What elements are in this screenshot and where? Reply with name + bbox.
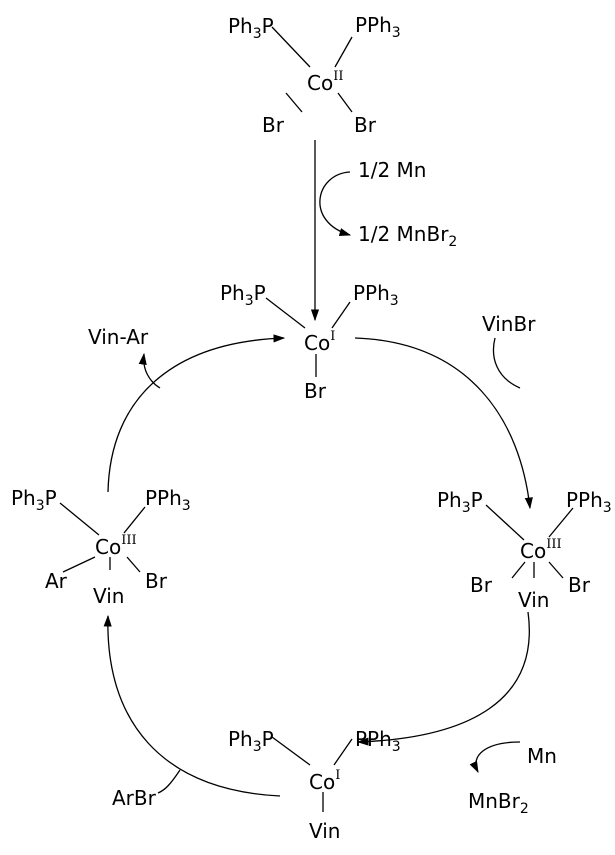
ligand-vin-label: Vin [309,819,340,843]
cycle-arrow-reduction [356,611,530,746]
cycle-arrow-oxidative-addition-vinbr [354,337,533,510]
mn-curved-arrow [319,171,352,236]
cycle-arrow-oxidative-addition-arbr [103,614,281,797]
reagent-half-mn: 1/2 Mn [358,158,426,182]
ligand-ph3p-label: Ph3P [11,486,57,514]
metal-co-label: CoIII [95,533,137,559]
metal-co-label: CoI [304,329,335,355]
mn-curved-arrow [469,741,521,774]
ligand-br-label: Br [354,113,377,137]
ligand-ar-label: Ar [45,569,68,593]
ligand-vin-label: Vin [518,588,549,612]
metal-co-label: CoII [307,69,343,95]
arbr-entry-arrow [157,769,181,794]
product-vin-ar: Vin-Ar [88,325,149,349]
vinbr-entry-arrow [492,337,521,389]
ligand-ph3p-label: Ph3P [220,281,266,309]
product-mnbr2: MnBr2 [468,789,529,817]
complex-co-i-vin: Ph3P PPh3 CoI Vin [228,727,401,843]
reagent-mn: Mn [527,744,557,768]
metal-co-label: CoIII [520,537,562,563]
ligand-br-label: Br [568,573,591,597]
ligand-br-label: Br [145,569,168,593]
metal-co-label: CoI [309,768,340,794]
ligand-br-label: Br [304,379,327,403]
complex-co-ii-top: Ph3P PPh3 CoII Br Br [228,13,401,137]
product-half-mnbr2: 1/2 MnBr2 [358,222,457,250]
ligand-pph3-label: PPh3 [566,488,612,516]
ligand-ph3p-label: Ph3P [437,488,483,516]
complex-co-iii-right: Ph3P PPh3 CoIII Br Br Vin [437,488,612,612]
cycle-arrow-reductive-elimination [107,334,286,493]
ligand-ph3p-label: Ph3P [228,14,274,42]
reagent-arbr: ArBr [112,786,157,810]
ligand-pph3-label: PPh3 [145,486,191,514]
complex-co-i-br: Ph3P PPh3 CoI Br [220,281,399,403]
ligand-vin-label: Vin [93,584,124,608]
ligand-br-label: Br [470,573,493,597]
vin-ar-release-arrow [138,352,161,389]
reagent-vinbr: VinBr [482,312,536,336]
ligand-pph3-label: PPh3 [353,281,399,309]
ligand-ph3p-label: Ph3P [228,727,274,755]
ligand-br-label: Br [262,113,285,137]
complex-co-iii-left: Ph3P PPh3 CoIII Ar Br Vin [11,486,191,608]
ligand-pph3-label: PPh3 [355,13,401,41]
